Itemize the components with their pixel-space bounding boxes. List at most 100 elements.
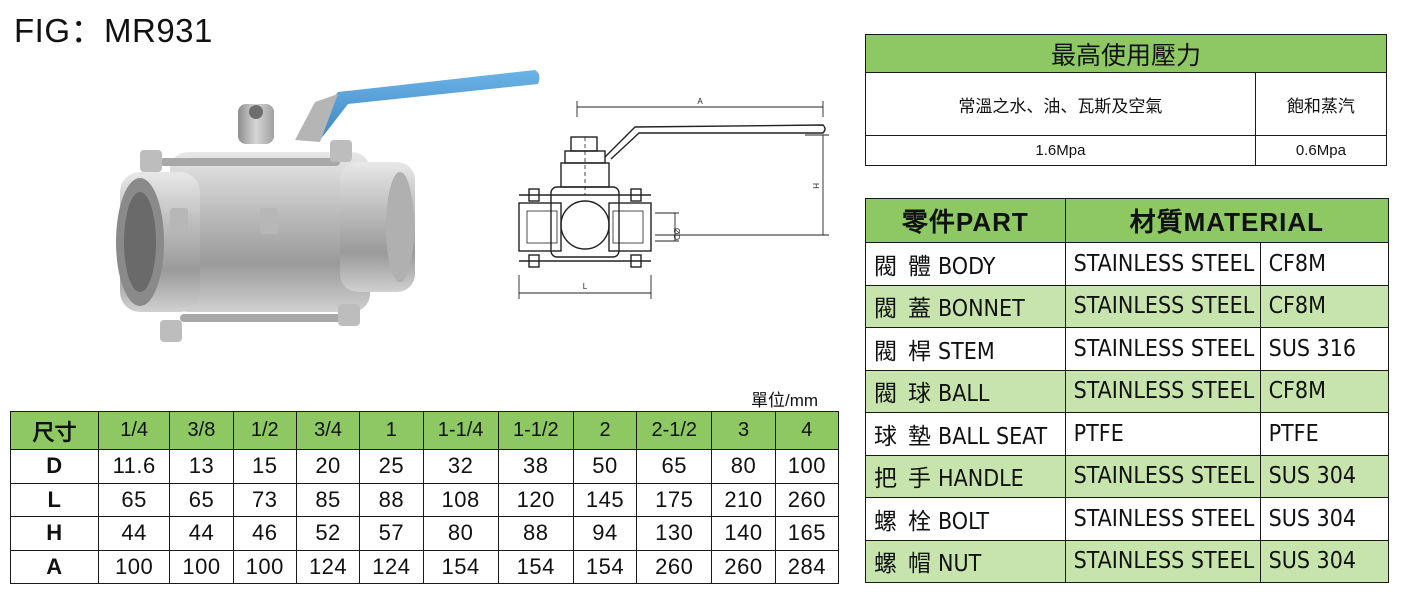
size-cell: 260 — [636, 549, 713, 584]
pressure-col-steam: 飽和蒸汽 — [1254, 72, 1388, 136]
size-header: 1-1/2 — [497, 411, 574, 450]
size-cell: 52 — [295, 516, 361, 551]
size-table: 尺寸 1/4 3/8 1/2 3/4 1 1-1/4 1-1/2 2 2-1/2… — [10, 411, 840, 584]
size-cell: 46 — [232, 516, 297, 551]
size-cell: 140 — [711, 516, 776, 551]
valve-technical-drawing: A ØD H L — [518, 97, 829, 299]
material-grade: SUS 304 — [1259, 539, 1390, 583]
size-header: 2-1/2 — [636, 411, 713, 450]
size-cell: 44 — [97, 516, 171, 551]
size-cell: 80 — [711, 449, 776, 484]
size-header: 1 — [359, 411, 424, 450]
size-row-d: D 11.6 13 15 20 25 32 38 50 65 80 100 — [10, 449, 840, 484]
material-grade: SUS 304 — [1259, 497, 1390, 541]
material-name: PTFE — [1064, 412, 1261, 456]
part-name: NUT — [938, 551, 982, 578]
material-name: STAINLESS STEEL — [1064, 369, 1261, 413]
pressure-col-water: 常溫之水、油、瓦斯及空氣 — [865, 72, 1256, 136]
size-cell: 145 — [572, 482, 638, 517]
size-cell: 57 — [359, 516, 424, 551]
size-cell: 100 — [97, 549, 171, 584]
valve-photo — [116, 70, 540, 342]
size-cell: 165 — [774, 516, 840, 551]
size-cell: 44 — [169, 516, 234, 551]
size-header: 2 — [572, 411, 638, 450]
pressure-table: 最高使用壓力 常溫之水、油、瓦斯及空氣 飽和蒸汽 1.6Mpa 0.6Mpa — [865, 33, 1388, 167]
size-cell: 130 — [636, 516, 713, 551]
size-cell: 284 — [774, 549, 840, 584]
unit-label: 單位/mm — [751, 391, 819, 410]
dim-label-h: H — [811, 183, 820, 189]
row-label: D — [10, 449, 99, 484]
material-name: STAINLESS STEEL — [1064, 497, 1261, 541]
dim-label-l: L — [583, 282, 588, 291]
pressure-header: 最高使用壓力 — [865, 33, 1387, 74]
material-grade: CF8M — [1259, 369, 1390, 413]
part-name: BALL — [938, 381, 990, 408]
row-label: A — [10, 549, 99, 584]
material-name: STAINLESS STEEL — [1064, 242, 1261, 286]
size-cell: 260 — [711, 549, 776, 584]
size-cell: 175 — [636, 482, 713, 517]
size-header: 1/2 — [232, 411, 297, 450]
material-grade: CF8M — [1259, 242, 1390, 286]
size-header: 1/4 — [97, 411, 171, 450]
pressure-value-water: 1.6Mpa — [865, 134, 1256, 167]
material-grade: PTFE — [1259, 412, 1390, 456]
part-header: 零件PART — [865, 198, 1066, 243]
row-label: H — [10, 516, 99, 551]
size-cell: 65 — [97, 482, 171, 517]
size-cell: 88 — [497, 516, 574, 551]
size-header: 4 — [774, 411, 840, 450]
size-cell: 100 — [774, 449, 840, 484]
valve-handle — [305, 70, 540, 140]
size-cell: 65 — [636, 449, 713, 484]
size-row-h: H 44 44 46 52 57 80 88 94 130 140 165 — [10, 516, 840, 551]
size-cell: 100 — [232, 549, 297, 584]
size-cell: 88 — [359, 482, 424, 517]
part-name: HANDLE — [938, 466, 1024, 493]
material-name: STAINLESS STEEL — [1064, 284, 1261, 328]
row-label: L — [10, 482, 99, 517]
size-cell: 11.6 — [97, 449, 171, 484]
size-cell: 25 — [359, 449, 424, 484]
size-cell: 38 — [497, 449, 574, 484]
material-name: STAINLESS STEEL — [1064, 327, 1261, 371]
size-cell: 108 — [422, 482, 499, 517]
size-cell: 100 — [169, 549, 234, 584]
material-header: 材質MATERIAL — [1064, 198, 1390, 243]
size-header: 1-1/4 — [422, 411, 499, 450]
dim-label-d: ØD — [672, 228, 681, 240]
size-cell: 85 — [295, 482, 361, 517]
material-grade: CF8M — [1259, 284, 1390, 328]
material-grade: SUS 316 — [1259, 327, 1390, 371]
size-cell: 80 — [422, 516, 499, 551]
part-name: BONNET — [938, 296, 1025, 323]
size-cell: 210 — [711, 482, 776, 517]
part-name: BODY — [938, 253, 996, 280]
size-cell: 15 — [232, 449, 297, 484]
dim-label-a: A — [697, 97, 703, 106]
material-name: STAINLESS STEEL — [1064, 539, 1261, 583]
size-cell: 73 — [232, 482, 297, 517]
size-header: 3/8 — [169, 411, 234, 450]
size-row-l: L 65 65 73 85 88 108 120 145 175 210 260 — [10, 482, 840, 517]
size-cell: 120 — [497, 482, 574, 517]
size-cell: 124 — [359, 549, 424, 584]
material-name: STAINLESS STEEL — [1064, 454, 1261, 498]
size-cell: 50 — [572, 449, 638, 484]
size-cell: 94 — [572, 516, 638, 551]
size-cell: 20 — [295, 449, 361, 484]
size-corner-header: 尺寸 — [10, 411, 99, 450]
part-name: STEM — [938, 338, 995, 365]
pressure-value-steam: 0.6Mpa — [1254, 134, 1388, 167]
size-cell: 32 — [422, 449, 499, 484]
